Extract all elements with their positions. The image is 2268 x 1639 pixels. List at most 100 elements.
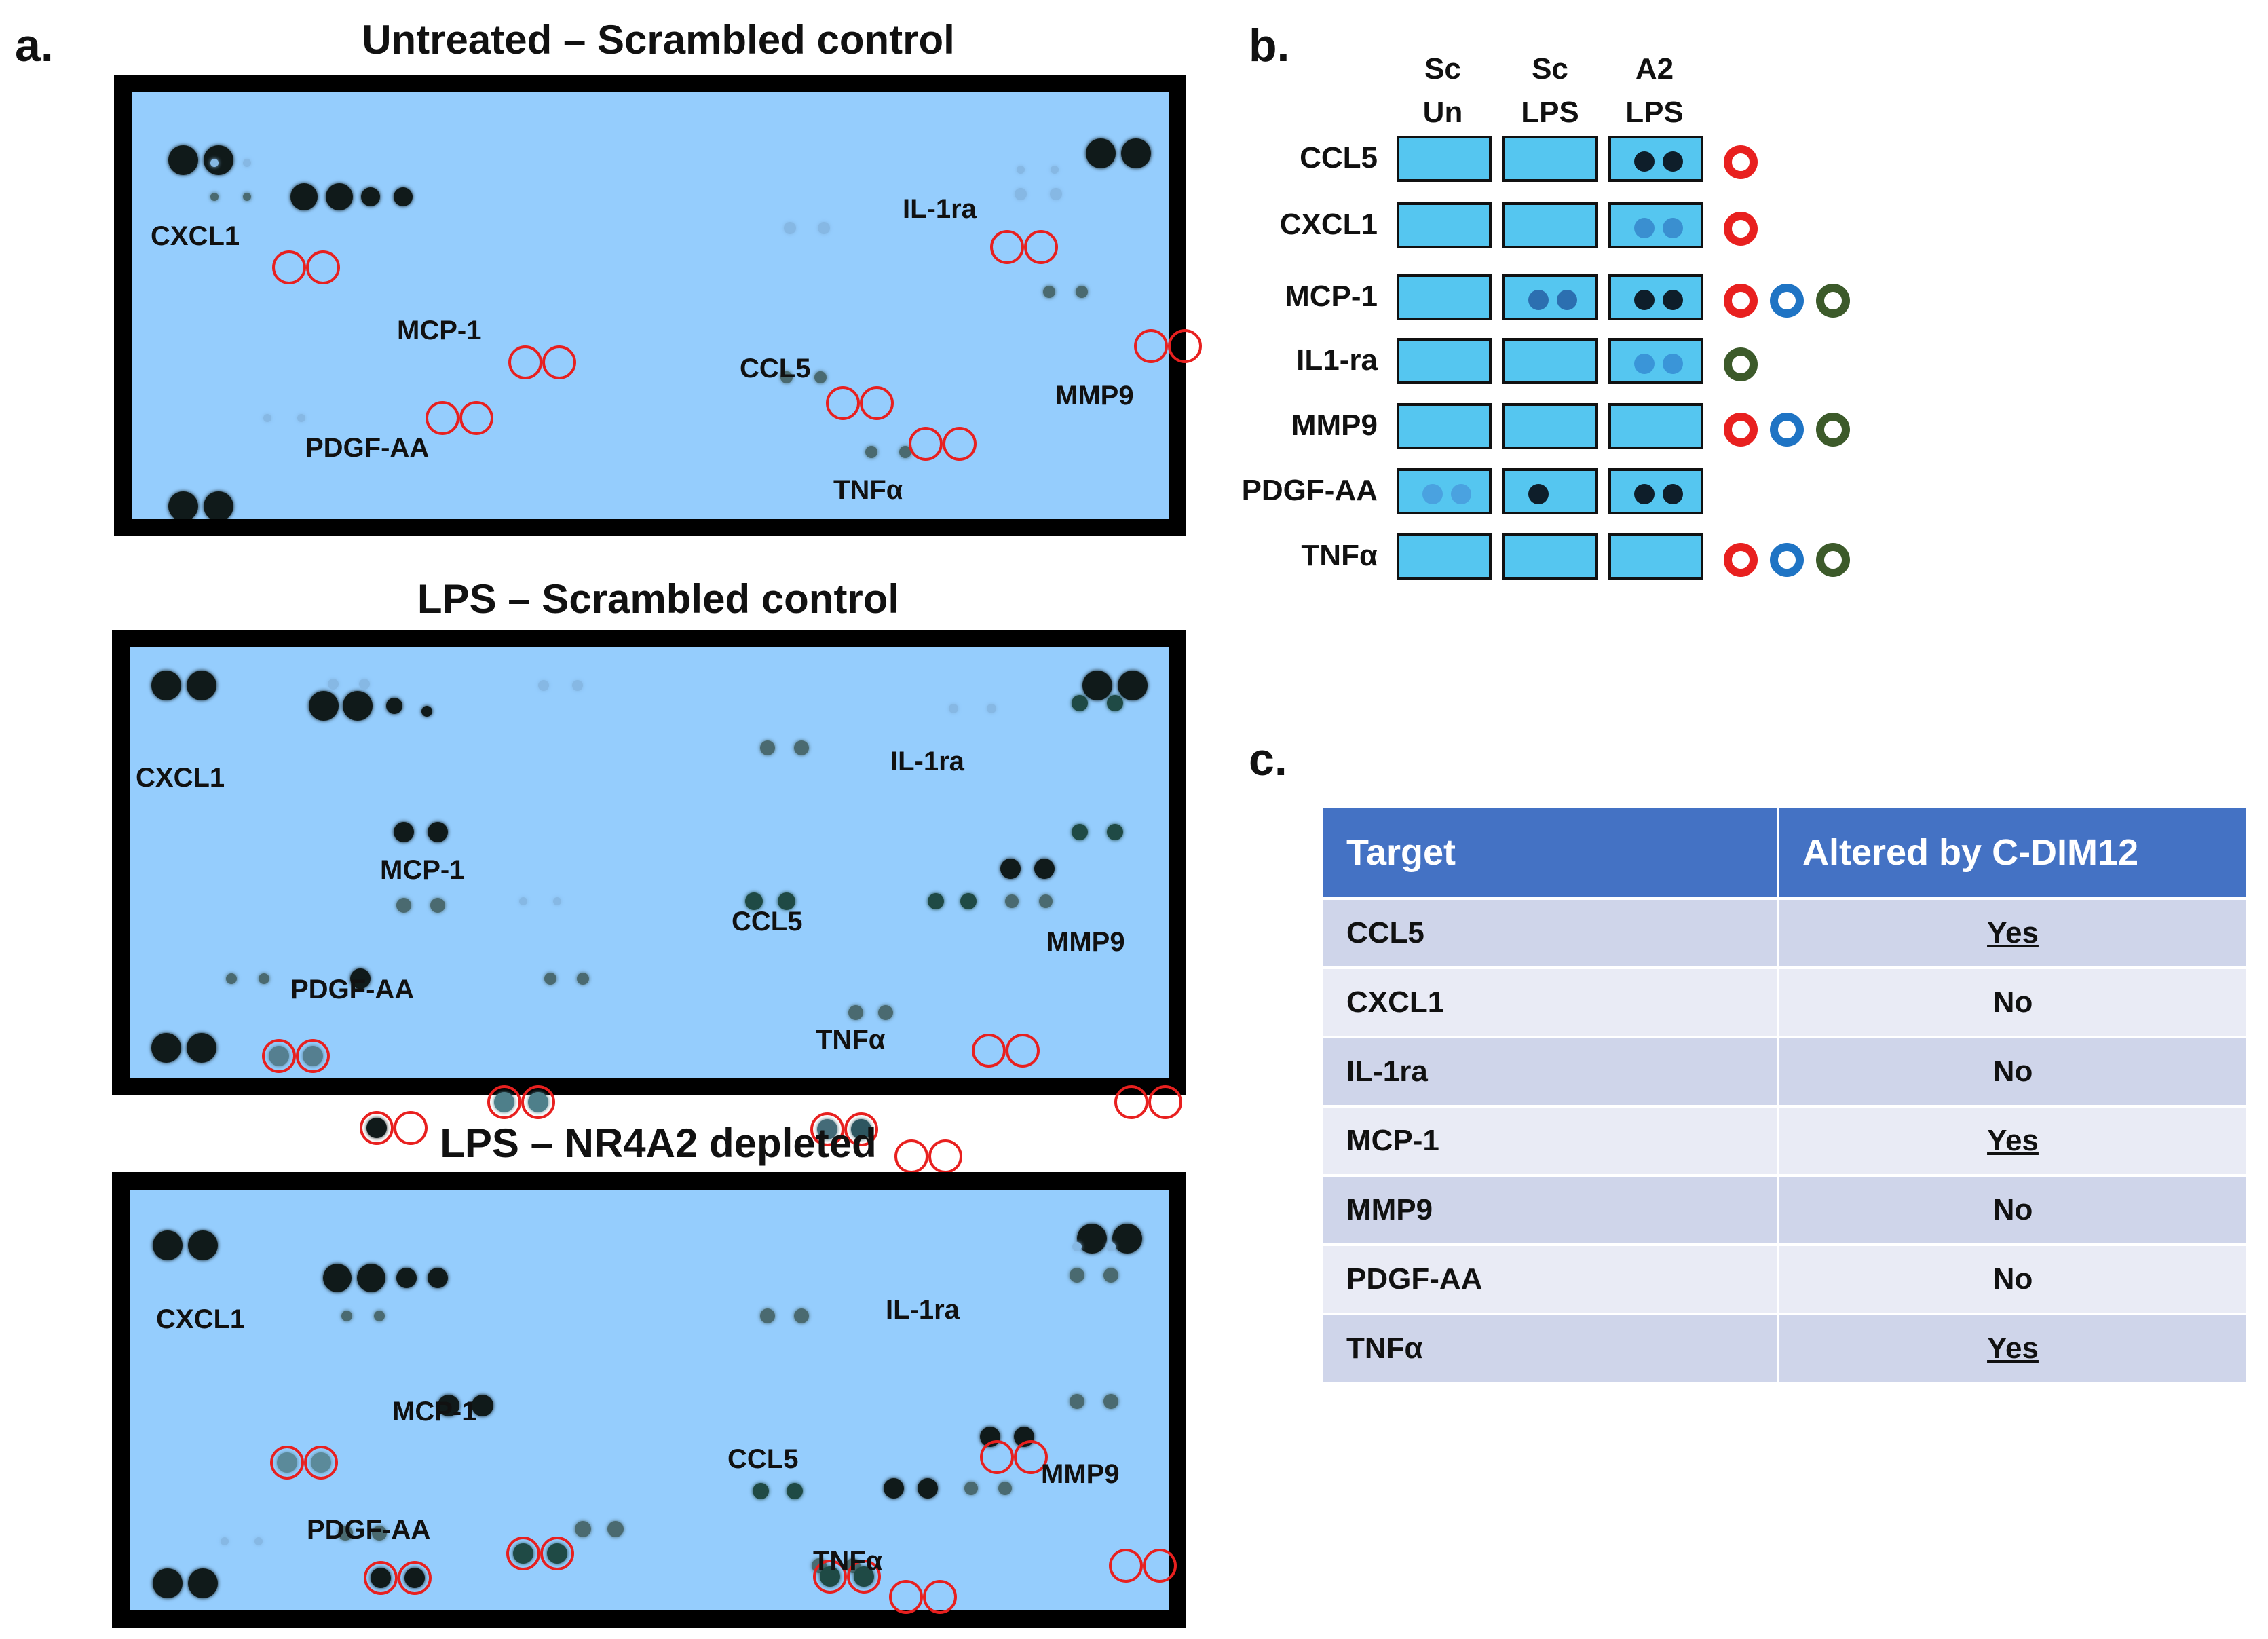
highlight-circle [990,230,1024,264]
highlight-circle [487,1085,521,1119]
blot-spot [297,414,305,422]
highlight-circle [1148,1085,1182,1119]
blot-label-mmp9: MMP9 [1041,1459,1120,1489]
crop-cell [1608,136,1703,182]
blot-spot [1070,1394,1084,1409]
blot-spot [851,1119,871,1139]
table-cell-altered: No [1778,1174,2246,1245]
blot-spot [438,1395,459,1416]
blot-spot [303,1046,323,1066]
highlight-circle [270,1446,304,1480]
panel-c-letter: c. [1249,734,1287,785]
blot-spot [760,1308,775,1323]
blot-spot [814,371,827,383]
blot-membrane [130,647,1169,1078]
crop-spot [1634,218,1655,238]
highlight-circle [943,427,977,461]
blot-spot [1103,1268,1118,1283]
highlight-circle [847,1560,881,1594]
highlight-circle [272,250,306,284]
blot-spot [323,1264,352,1292]
blot-spot [547,1543,567,1564]
highlight-circle [304,1446,338,1480]
table-cell-target: IL-1ra [1323,1036,1779,1106]
table-header-row: Target Altered by C-DIM12 [1323,808,2246,899]
panel-a-letter: a. [15,20,54,71]
panel-b-letter: b. [1249,20,1290,71]
blot-spot [168,491,198,519]
blot-2-title: LPS – Scrambled control [417,576,900,622]
red-circle-marker [1724,413,1758,447]
blot-spot [1005,894,1019,908]
blot-label-mcp1: MCP-1 [380,855,465,885]
blot-spot [899,446,911,458]
blot-spot [1107,824,1123,840]
blot-spot [784,222,796,234]
highlight-circle [972,1034,1006,1068]
blot-label-cxcl1: CXCL1 [136,763,225,793]
blot-spot [350,968,371,989]
blot-label-cxcl1: CXCL1 [151,221,240,251]
table-cell-altered: Yes [1987,1332,2039,1365]
crop-cell [1608,468,1703,514]
table-row: CXCL1 No [1323,966,2246,1037]
blot-spot [1082,671,1112,700]
blot-spot [168,145,198,175]
highlight-circle [540,1537,574,1570]
blot-label-cxcl1: CXCL1 [156,1304,246,1334]
blot-spot [1051,166,1059,174]
crop-spot [1557,290,1577,310]
highlight-circle [426,401,459,435]
blot-spot [817,1119,837,1139]
column-header-line1: Sc [1424,52,1461,86]
table-row: MCP-1 Yes [1323,1105,2246,1175]
blot-spot [794,1308,809,1323]
blot-spot [394,187,413,206]
highlight-circle [459,401,493,435]
highlight-circle [1006,1034,1040,1068]
blot-spot [884,1478,904,1499]
red-circle-marker [1724,543,1758,577]
table-cell-altered: No [1778,966,2246,1037]
blot-spot [151,671,181,700]
blot-spot [760,740,775,755]
highlight-circle [296,1039,330,1073]
blot-spot [513,1543,533,1564]
crop-cell [1608,274,1703,320]
blot-label-tnfa: TNFα [816,1025,886,1055]
blot-spot [1050,188,1062,200]
crop-cell [1502,468,1598,514]
red-circle-marker [1724,284,1758,318]
blot-spot [1086,138,1116,168]
blot-spot [290,183,318,210]
table-cell-altered: No [1778,1036,2246,1106]
blot-spot [820,1566,840,1587]
blot-spot [263,414,271,422]
column-header-line1: A2 [1635,52,1674,86]
blot-spot [1072,1242,1082,1251]
blot-spot [243,159,251,167]
highlight-circle [1114,1085,1148,1119]
blot-label-ccl5: CCL5 [732,907,803,937]
table-row: TNFα Yes [1323,1313,2246,1382]
blot-spot [575,1521,591,1537]
crop-cell [1397,136,1492,182]
blot-spot [187,671,216,700]
crop-spot [1663,151,1683,172]
table-row: PDGF-AA No [1323,1243,2246,1314]
table-cell-target: CCL5 [1323,897,1779,968]
blot-label-mmp9: MMP9 [1046,927,1125,957]
table-cell-altered: Yes [1987,916,2039,949]
table-cell-target: PDGF-AA [1323,1243,1779,1314]
crop-cell [1502,274,1598,320]
highlight-circle [508,345,542,379]
blot-label-pdgfaa: PDGF-AA [290,975,415,1004]
highlight-circle [262,1039,296,1073]
blot-spot [472,1395,493,1416]
blot-label-il1ra: IL-1ra [903,194,977,224]
crop-cell [1397,403,1492,449]
blot-spot [430,898,445,913]
blot-spot [372,1526,387,1541]
blot-spot [987,704,996,713]
blot-spot [210,193,219,201]
